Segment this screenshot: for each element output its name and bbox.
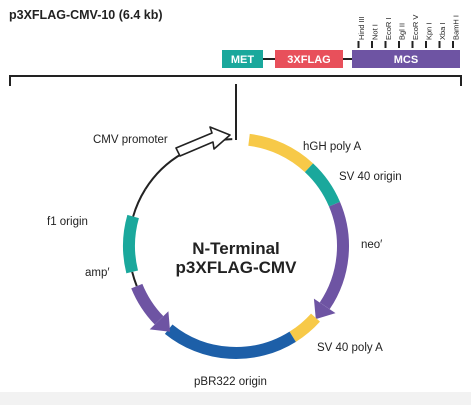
hgh-polya-segment: [248, 133, 314, 173]
restriction-site-marker: [357, 41, 360, 48]
restriction-site: Hind III: [357, 16, 366, 48]
restriction-site-marker: [425, 41, 427, 48]
restriction-sites: Hind III Not I EcoR I Bgl II EcoR V Kpn I Xba …: [357, 15, 461, 48]
insert-bracket: [9, 75, 462, 140]
f1-origin-segment: [123, 214, 139, 274]
restriction-site-label: EcoR I: [384, 17, 393, 40]
restriction-site: Bgl II: [398, 23, 407, 48]
met-label: MET: [231, 54, 255, 66]
amp-segment: [131, 283, 164, 325]
flag-label: 3XFLAG: [287, 54, 330, 66]
restriction-site-marker: [398, 41, 400, 48]
restriction-site-label: Xba I: [438, 22, 447, 40]
backbone-segment: [131, 271, 138, 287]
restriction-site: Kpn I: [425, 22, 434, 48]
restriction-site-label: Hind III: [357, 16, 366, 40]
amp-label: amp′: [85, 267, 110, 279]
neo-segment: [319, 201, 349, 310]
mcs-box: [352, 50, 460, 68]
plasmid-name-line1: N-Terminal: [192, 239, 280, 258]
flag-box: [275, 50, 343, 68]
restriction-site: EcoR V: [411, 15, 420, 48]
restriction-site-label: Bgl II: [398, 23, 407, 40]
restriction-site: EcoR I: [384, 17, 393, 48]
neo-arrowhead: [313, 298, 336, 320]
restriction-site-marker: [438, 41, 441, 48]
restriction-site: BamH I: [452, 15, 461, 48]
restriction-site-label: EcoR V: [411, 15, 420, 40]
footer-band: [0, 392, 471, 405]
sv40-origin-label: SV 40 origin: [339, 171, 402, 183]
restriction-site-marker: [452, 41, 454, 48]
backbone-segment: [132, 188, 147, 217]
mcs-label: MCS: [394, 54, 418, 66]
restriction-site-label: BamH I: [452, 15, 461, 40]
restriction-site-label: Kpn I: [425, 22, 434, 40]
sv40-polya-label: SV 40 poly A: [317, 342, 383, 354]
plasmid-circle: [123, 126, 349, 359]
sv40-origin-segment: [304, 163, 341, 207]
restriction-site-label: Not I: [371, 24, 380, 40]
plasmid-name-line2: p3XFLAG-CMV: [176, 258, 298, 277]
restriction-site: Xba I: [438, 22, 447, 48]
restriction-site-marker: [411, 41, 414, 48]
neo-label: neo′: [361, 239, 382, 251]
pbr322-origin-label: pBR322 origin: [194, 376, 267, 388]
met-box: [222, 50, 263, 68]
cmv-promoter-label: CMV promoter: [93, 134, 168, 146]
construct-bar: MET 3XFLAG MCS: [222, 50, 460, 68]
restriction-site: Not I: [371, 24, 380, 48]
restriction-site-marker: [384, 41, 387, 48]
cmv-promoter-arrow: [175, 126, 231, 157]
sv40-polya-segment: [289, 313, 320, 342]
hgh-polya-label: hGH poly A: [303, 141, 361, 153]
restriction-site-marker: [371, 41, 373, 48]
vector-title: p3XFLAG-CMV-10 (6.4 kb): [9, 8, 163, 22]
pbr322-origin-segment: [164, 324, 296, 359]
f1-origin-label: f1 origin: [47, 216, 88, 228]
amp-arrowhead: [149, 311, 171, 332]
